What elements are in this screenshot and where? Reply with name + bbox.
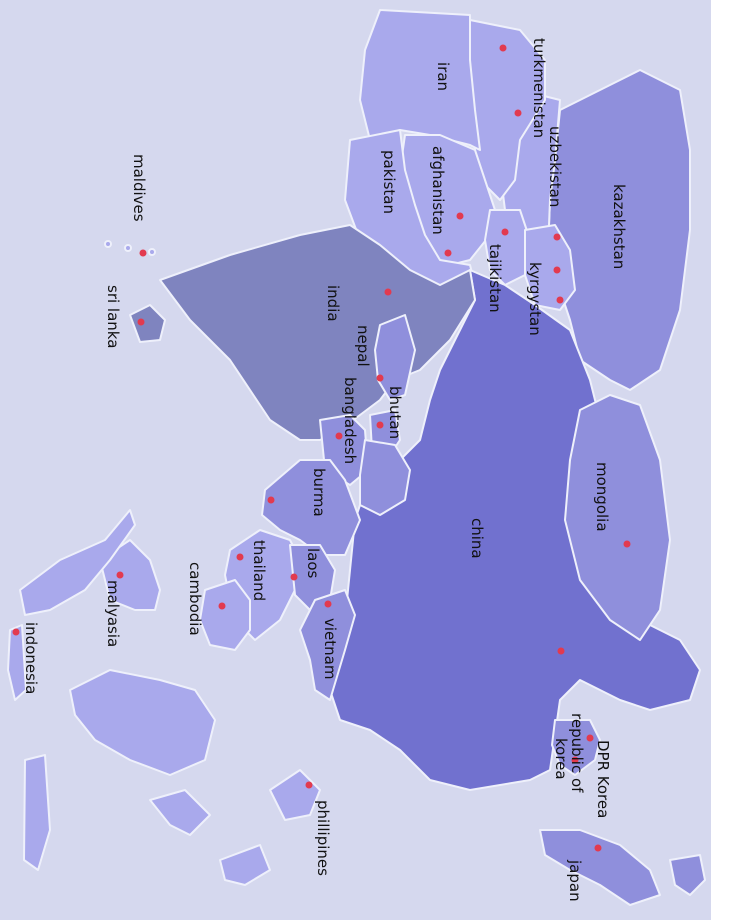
capital-kyrgystan [553,266,561,274]
label-bangladesh: bangladesh [341,377,359,464]
capital-kazakhstan [556,296,564,304]
label-republic-of: republic of [568,713,586,793]
capital-cambodia [218,602,226,610]
label-sri-lanka: sri lanka [104,285,122,348]
capital-republic-of-korea [571,756,579,764]
capital-pakistan [444,249,452,257]
capital-iran [499,44,507,52]
region-india-northeast [359,439,411,516]
region-phillipines-south[interactable] [219,844,271,886]
capital-phillipines [305,781,313,789]
label-pakistan: pakistan [380,150,398,214]
capital-bangladesh [335,432,343,440]
region-burma[interactable] [261,459,361,556]
label-phillipines: phillipines [314,800,332,876]
region-indonesia-sumatra[interactable] [19,509,136,616]
label-thailand: thailand [250,540,268,601]
label-uzbekistan: uzbekistan [546,126,564,207]
labels: iran turkmenistan uzbekistan kazakhstan … [22,38,628,902]
region-sri-lanka[interactable] [129,304,166,343]
label-indonesia: indonesia [22,622,40,694]
region-cambodia[interactable] [199,579,251,651]
capital-turkmenistan [514,109,522,117]
region-borneo[interactable] [69,669,216,776]
capital-dpr-korea [586,734,594,742]
capital-afghanistan [456,212,464,220]
region-sulawesi[interactable] [149,789,211,836]
capital-india [384,288,392,296]
region-nepal[interactable] [374,314,416,401]
capital-maldives [139,249,147,257]
label-mongolia: mongolia [593,462,611,532]
label-china: china [468,518,486,559]
region-indonesia-island[interactable] [7,624,27,701]
label-maldives: maldives [130,154,148,222]
region-japan-north[interactable] [669,854,706,896]
capital-mongolia [623,540,631,548]
capital-laos [290,573,298,581]
label-korea: korea [552,738,570,780]
label-vietnam: vietnam [321,618,339,679]
label-dpr-korea: DPR Korea [594,740,612,818]
label-malaysia: malyasia [104,580,122,647]
label-bhutan: bhutan [386,386,404,439]
label-afghanistan: afghanistan [429,146,447,235]
capital-sri-lanka [137,318,145,326]
capital-burma [267,496,275,504]
capital-bhutan [376,421,384,429]
region-maldives-atoll-3[interactable] [148,248,156,256]
capital-indonesia [12,628,20,636]
capital-uzbekistan [553,233,561,241]
capital-nepal [376,374,384,382]
label-burma: burma [310,468,328,517]
label-kyrgystan: kyrgystan [526,262,544,336]
region-korea[interactable] [551,719,601,776]
label-laos: laos [304,548,322,579]
capital-thailand [236,553,244,561]
region-java[interactable] [23,754,51,871]
label-india: india [324,285,342,322]
capital-china [557,647,565,655]
capital-malaysia [116,571,124,579]
region-iran[interactable] [359,9,481,151]
region-india[interactable] [159,224,476,441]
label-iran: iran [434,62,452,91]
region-mongolia[interactable] [564,394,671,641]
capital-vietnam [324,600,332,608]
region-kyrgystan[interactable] [524,224,576,311]
map-edge [711,0,729,920]
capital-tajikistan [501,228,509,236]
region-malaysia[interactable] [99,539,161,611]
region-maldives-atoll-2[interactable] [124,244,132,252]
label-kazakhstan: kazakhstan [610,184,628,269]
capital-japan [594,844,602,852]
region-vietnam[interactable] [299,589,356,701]
region-tajikistan[interactable] [484,209,531,286]
region-maldives-atoll[interactable] [104,240,112,248]
label-cambodia: cambodia [186,562,204,636]
region-japan[interactable] [539,829,661,906]
capitals [12,44,631,852]
label-turkmenistan: turkmenistan [530,38,548,138]
label-japan: japan [566,859,584,902]
label-nepal: nepal [354,325,372,367]
label-tajikistan: tajikistan [486,244,504,313]
